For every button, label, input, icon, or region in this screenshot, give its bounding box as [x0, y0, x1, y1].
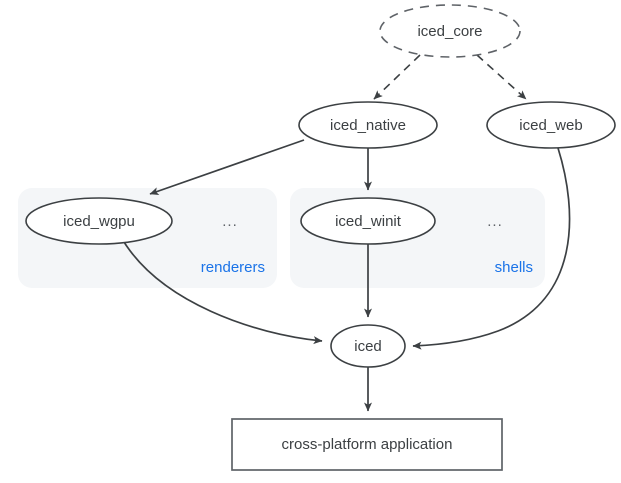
node-iced[interactable]: iced	[330, 324, 406, 368]
iced-core-label: iced_core	[417, 23, 482, 40]
iced-native-ellipse[interactable]	[298, 101, 438, 149]
edges	[123, 54, 571, 412]
iced-web-label: iced_web	[519, 117, 582, 134]
application-rect[interactable]	[231, 418, 503, 471]
iced-wgpu-label: iced_wgpu	[63, 213, 135, 230]
iced-web-ellipse[interactable]	[486, 101, 616, 149]
renderers-group-label: renderers	[201, 259, 265, 276]
iced-native-label: iced_native	[330, 117, 406, 134]
node-application[interactable]: cross-platform application	[231, 418, 503, 471]
node-iced-winit[interactable]: iced_winit	[300, 197, 436, 245]
iced-core-ellipse[interactable]	[379, 4, 521, 58]
edge-core-to-native	[373, 54, 421, 100]
shells-ellipsis: ...	[487, 213, 503, 230]
iced-wgpu-ellipse[interactable]	[25, 197, 173, 245]
group-labels: ... renderers ... shells	[201, 213, 533, 276]
shells-group-label: shells	[495, 259, 533, 276]
renderers-ellipsis: ...	[222, 213, 238, 230]
iced-ellipse[interactable]	[330, 324, 406, 368]
edge-wgpu-to-iced	[123, 241, 323, 345]
edge-web-to-iced	[412, 147, 571, 350]
application-label: cross-platform application	[282, 436, 453, 453]
node-iced-web[interactable]: iced_web	[486, 101, 616, 149]
edge-native-to-wgpu	[149, 139, 305, 195]
iced-winit-label: iced_winit	[335, 213, 402, 230]
iced-label: iced	[354, 338, 382, 355]
node-iced-native[interactable]: iced_native	[298, 101, 438, 149]
node-iced-wgpu[interactable]: iced_wgpu	[25, 197, 173, 245]
iced-winit-ellipse[interactable]	[300, 197, 436, 245]
node-iced-core[interactable]: iced_core	[379, 4, 521, 58]
edge-core-to-web	[476, 54, 527, 100]
